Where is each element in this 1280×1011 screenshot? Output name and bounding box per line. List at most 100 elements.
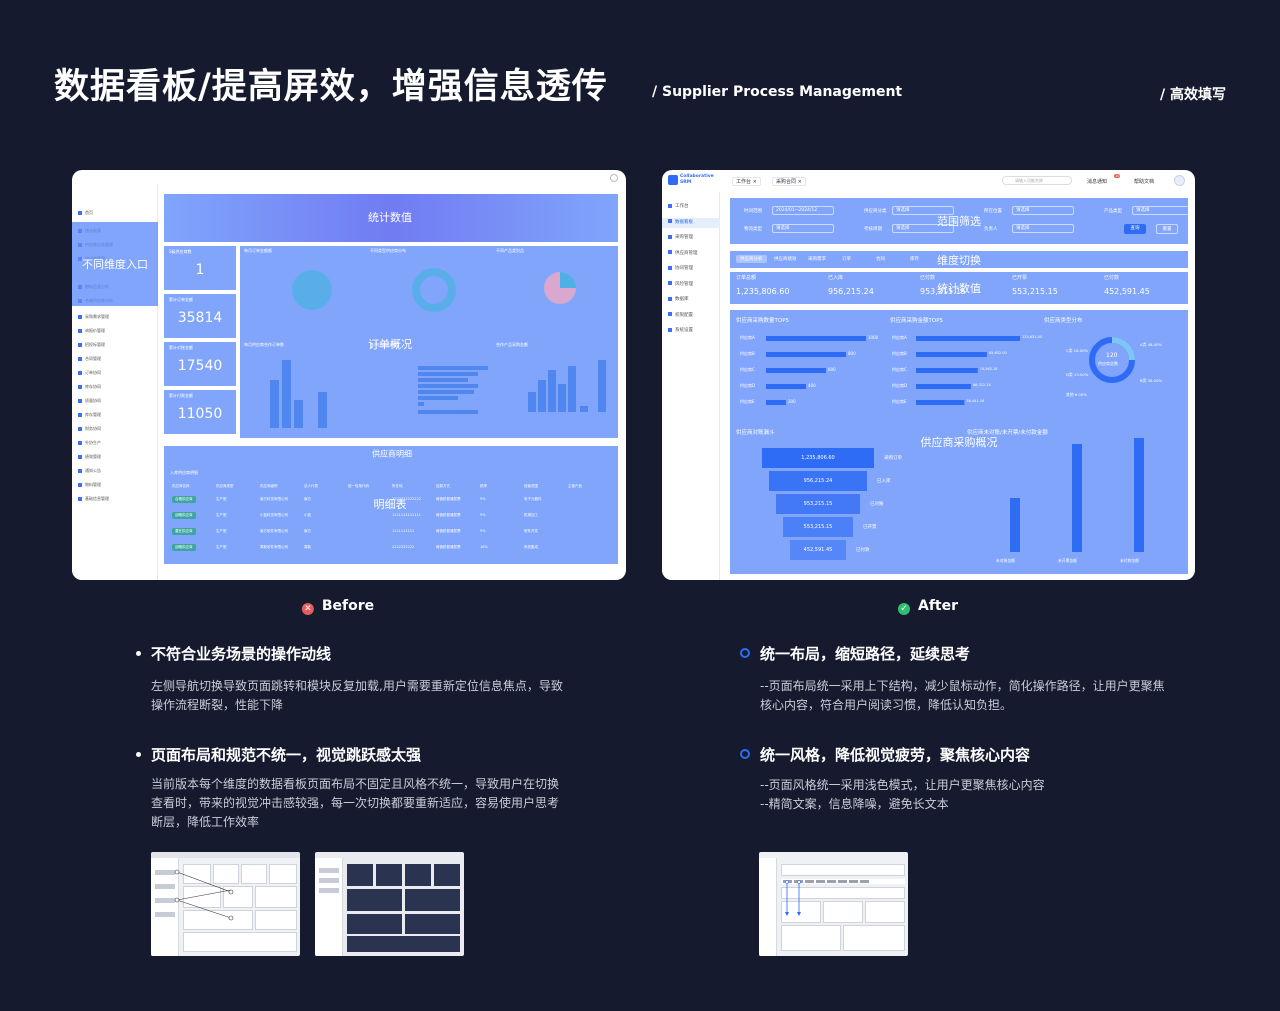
table-cell: 南方: [304, 529, 311, 533]
sidebar-item[interactable]: 库存协同: [78, 382, 101, 392]
sidebar-item[interactable]: 库存管理: [78, 410, 101, 420]
table-cell: 9%: [480, 497, 486, 501]
filter-select[interactable]: 请选择: [1012, 206, 1074, 215]
sidebar-item[interactable]: 通知公告: [78, 466, 101, 476]
sidebar-item[interactable]: 供应商管理: [668, 249, 698, 259]
chart-title: 各供应商订单数: [370, 342, 398, 347]
dimension-tab[interactable]: 供应商分析: [736, 255, 767, 263]
filter-select[interactable]: 请选择: [1012, 224, 1074, 233]
sidebar-item[interactable]: 合同管理: [78, 354, 101, 364]
thumb2-nav-3: [319, 888, 339, 893]
after-logo: [668, 175, 678, 185]
table-header-cell: 结算方式: [436, 484, 450, 488]
bar-label: 供应商E: [740, 399, 755, 404]
sidebar-item[interactable]: 风险管理: [668, 280, 693, 290]
sidebar-item[interactable]: 首页: [78, 208, 93, 218]
before-user-icon[interactable]: [610, 174, 618, 182]
filter-select[interactable]: 请选择: [892, 206, 954, 215]
filter-button[interactable]: 查询: [1124, 224, 1146, 234]
thumb1-nav-3: [155, 898, 175, 903]
sidebar-item[interactable]: 协同管理: [668, 264, 693, 274]
sidebar-item[interactable]: 数据看板: [662, 217, 720, 228]
donut-legend: A类 48.40%: [1140, 342, 1163, 347]
stat-label: 已开票: [1012, 275, 1028, 281]
dimension-tab[interactable]: 合同: [876, 257, 885, 262]
bar-label: 供应商B: [740, 351, 755, 356]
filter-label: 物流类型: [744, 227, 762, 232]
dimension-tab[interactable]: 供应商绩效: [774, 257, 797, 262]
filter-select[interactable]: 请选择: [892, 224, 954, 233]
sidebar-item[interactable]: 工作台: [668, 202, 689, 212]
after-search-input[interactable]: 请输入功能名称: [1002, 176, 1072, 185]
sidebar-item[interactable]: 质量协同: [78, 396, 101, 406]
stat-value: 452,591.45: [1104, 287, 1150, 296]
table-cell: 1111111111111: [392, 513, 421, 517]
sidebar-item[interactable]: 权限配置: [668, 311, 693, 321]
after-help[interactable]: 帮助文档: [1134, 179, 1155, 185]
table-cell: 9%: [480, 513, 486, 517]
sidebar-item[interactable]: 询报价管理: [78, 326, 105, 336]
table-cell: 小蓝科技有限公司: [260, 513, 288, 517]
right-point-2-body: --页面风格统一采用浅色模式，让用户更聚焦核心内容 --精简文案，信息降噪，避免…: [760, 776, 1045, 814]
header-tab[interactable]: 采购合同 ×: [772, 177, 806, 186]
donut-center-value: 120: [1106, 352, 1118, 359]
bar-value: 125,631.00: [1022, 335, 1043, 339]
right-point-1-body: --页面布局统一采用上下结构，减少鼠标动作，简化操作路径，让用户更聚焦 核心内容…: [760, 677, 1165, 715]
filter-button[interactable]: 重置: [1156, 224, 1178, 234]
filter-label: 供应商分类: [864, 209, 887, 214]
bar-label: 供应商D: [740, 383, 756, 388]
sidebar-item[interactable]: 采购管理: [668, 233, 693, 243]
sidebar-item[interactable]: 财务协同: [78, 424, 101, 434]
after-notice[interactable]: 消息通知: [1087, 179, 1108, 185]
filter-select[interactable]: 请选择: [1132, 206, 1194, 215]
sidebar-item[interactable]: 基础信息管理: [78, 494, 109, 504]
thumb3-tab: [805, 880, 814, 883]
header-tab[interactable]: 工作台 ×: [732, 177, 761, 186]
thumb3-tab: [838, 880, 847, 883]
after-dimension-label: 维度切换: [937, 254, 981, 267]
avatar[interactable]: [1174, 175, 1185, 186]
dimension-tab[interactable]: 采购需求: [808, 257, 826, 262]
kpi-value: 35814: [177, 310, 223, 326]
after-brand: Collaborative SRM: [680, 174, 714, 185]
table-cell: 增值税普通发票: [436, 529, 461, 533]
table-cell: 2222222222: [392, 545, 415, 549]
kpi-label: 累计付款金额: [169, 393, 193, 398]
filter-label: 负责人: [984, 227, 998, 232]
sidebar-item[interactable]: 订单协同: [78, 368, 101, 378]
sidebar-item[interactable]: 物料管理: [78, 480, 101, 490]
table-cell: 生产型: [216, 529, 227, 533]
thumb1-cell: [241, 864, 267, 884]
thumb3-cell: [865, 901, 905, 923]
dimension-tab[interactable]: 库存: [910, 257, 919, 262]
before-detail-title: 供应商明细: [372, 449, 412, 459]
funnel-label: 已对账: [870, 502, 884, 507]
thumb3-filter: [781, 864, 905, 876]
left-point-2-body: 当前版本每个维度的数据看板页面布局不固定且风格不统一，导致用户在切换 查看时，带…: [151, 775, 559, 832]
bar-value: 200: [788, 399, 796, 404]
table-cell: 南方: [304, 497, 311, 501]
filter-select[interactable]: 请选择: [772, 224, 834, 233]
left-point-2-line-2: 查看时，带来的视觉冲击感较强，每一次切换都要重新适应，容易使用户思考: [151, 796, 560, 810]
thumb1-cell: [255, 886, 297, 908]
thumb1-nav-4: [155, 912, 175, 917]
sidebar-item[interactable]: 外协生产: [78, 438, 101, 448]
after-filter-overlay: [730, 198, 1188, 244]
right-point-1-title: 统一布局，缩短路径，延续思考: [740, 643, 970, 664]
table-cell: 南方科技有限公司: [260, 497, 288, 501]
thumb1-cell: [183, 864, 211, 884]
dimension-tab[interactable]: 订单: [842, 257, 851, 262]
table-cell: 机械加工: [524, 513, 538, 517]
table-cell: 16%: [480, 545, 488, 549]
table-header-cell: 主营产品: [568, 484, 582, 488]
sidebar-item[interactable]: 绩效管理: [78, 452, 101, 462]
filter-select[interactable]: 2024/01~2024/12: [772, 206, 834, 215]
thumb-scattered-layout: [151, 852, 300, 956]
sidebar-item[interactable]: 系统设置: [668, 326, 693, 336]
sidebar-item[interactable]: 采购需求管理: [78, 312, 109, 322]
thumb1-nav-1: [155, 870, 175, 875]
sidebar-item[interactable]: 招投标管理: [78, 340, 105, 350]
chart-title: 合作产品采购金额: [496, 342, 528, 347]
sidebar-item[interactable]: 数据库: [668, 295, 689, 305]
thumb3-sidebar: [759, 858, 777, 956]
